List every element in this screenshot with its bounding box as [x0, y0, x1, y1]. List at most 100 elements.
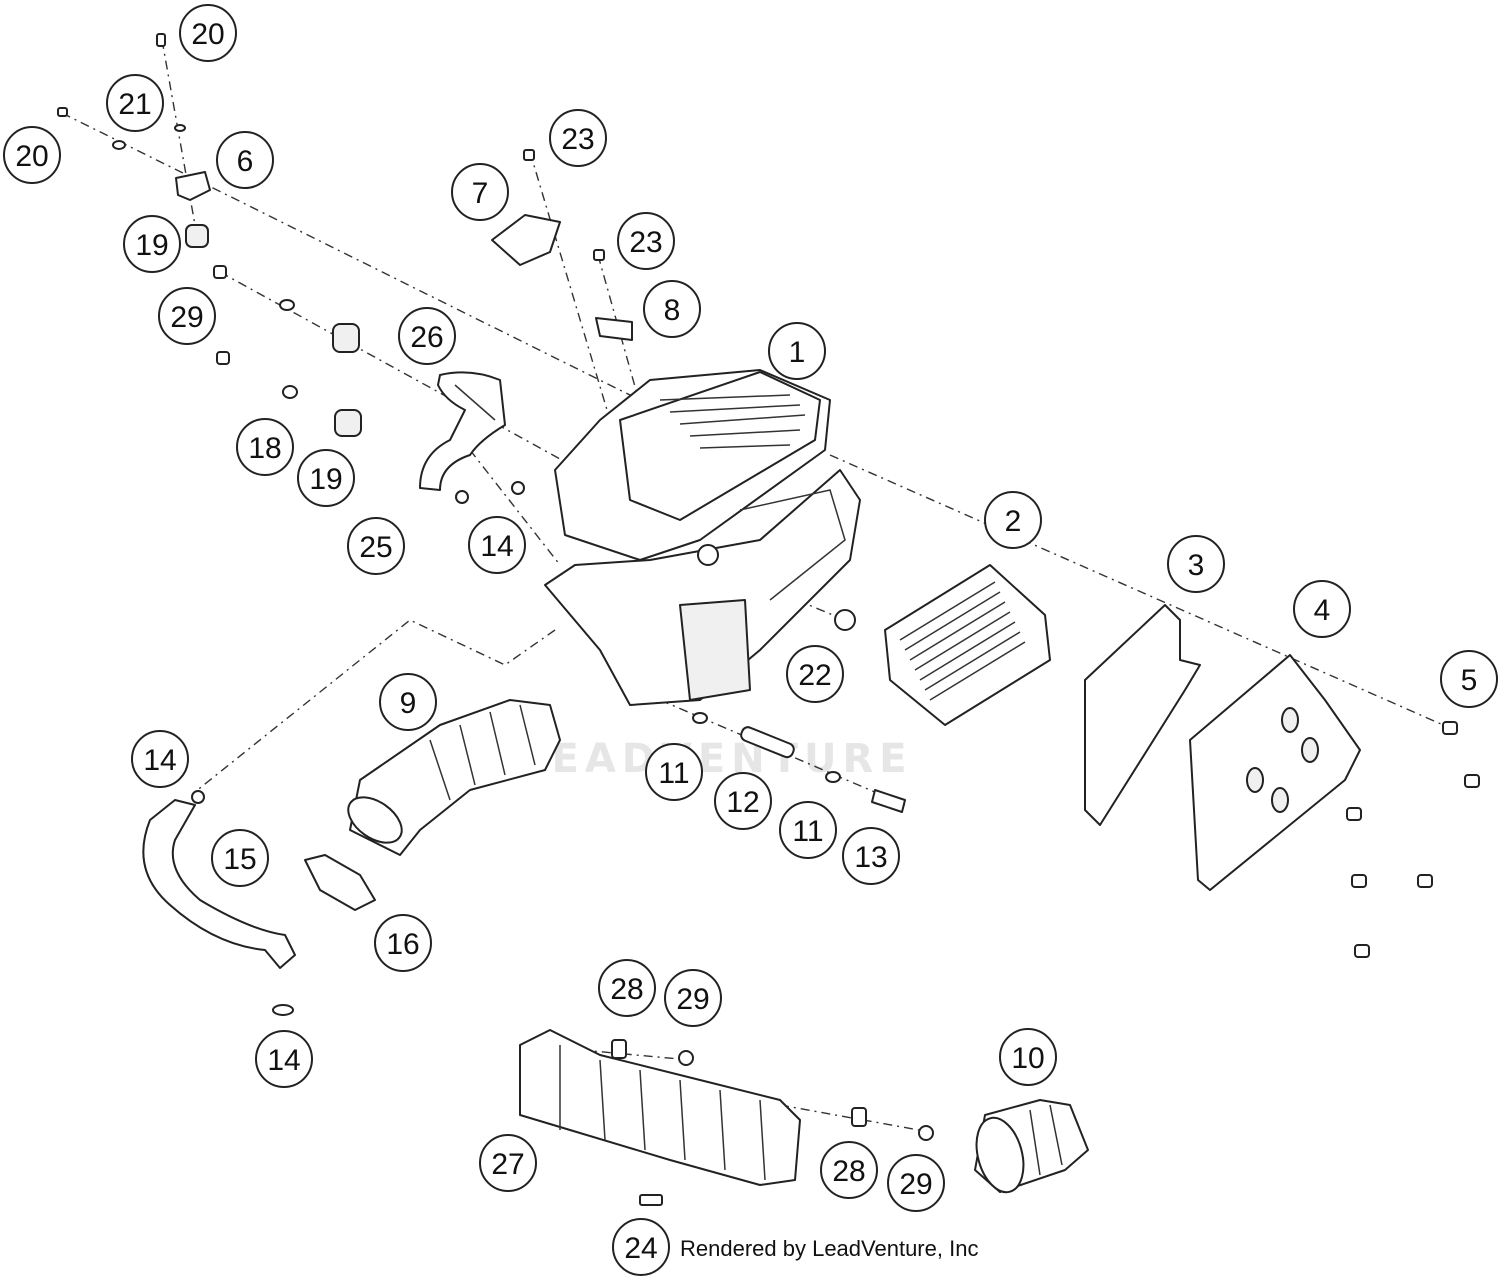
callout: 6: [216, 131, 274, 189]
callout: 1: [768, 322, 826, 380]
snorkel-fasteners: [611, 1039, 934, 1141]
washer-21b-icon: [174, 124, 186, 132]
callout-number: 13: [854, 841, 887, 874]
clamp-14-icon: [455, 490, 469, 504]
bolt-18-icon: [216, 351, 230, 365]
callout-number: 3: [1188, 549, 1205, 582]
callout-number: 16: [386, 928, 419, 961]
gasket-3: [1084, 604, 1201, 826]
callout: 23: [549, 109, 607, 167]
callout: 20: [3, 126, 61, 184]
callout-labels: 20 21 20 6 19 29 7 23 23 8 26 1 18 19 25…: [3, 4, 1498, 1276]
callout: 28: [598, 959, 656, 1017]
callout: 15: [211, 829, 269, 887]
airbox-housing-1: [544, 369, 861, 706]
callout-number: 23: [629, 226, 662, 259]
callout-number: 29: [899, 1168, 932, 1201]
washer-18-icon: [282, 385, 298, 399]
filter-element-2: [884, 564, 1051, 726]
callout: 25: [347, 517, 405, 575]
callout: 27: [479, 1134, 537, 1192]
callout: 19: [123, 215, 181, 273]
screw-20-top-icon: [156, 33, 166, 47]
callout-number: 11: [658, 757, 689, 790]
footer-credit: Rendered by LeadVenture, Inc: [680, 1236, 978, 1261]
nut-29b-icon: [918, 1125, 934, 1141]
callout: 14: [468, 516, 526, 574]
nut-29-icon: [678, 1050, 694, 1066]
callout: 29: [664, 969, 722, 1027]
grommet-19b-icon: [334, 409, 362, 437]
oring-11-icon: [692, 712, 708, 724]
sensor-13-icon: [871, 789, 906, 813]
callout-number: 19: [135, 229, 168, 262]
callout: 9: [379, 673, 437, 731]
callout: 11: [779, 801, 837, 859]
callout-number: 28: [832, 1155, 865, 1188]
callout-number: 14: [480, 530, 513, 563]
airbox-cover-4: [1189, 654, 1361, 891]
callout: 7: [451, 163, 509, 221]
cover-screws-5: [1346, 721, 1480, 958]
screw-20-left-icon: [57, 107, 68, 117]
clamp-16: [304, 854, 376, 911]
callout-number: 29: [676, 983, 709, 1016]
callout-number: 24: [624, 1232, 657, 1265]
watermark-text: LEADVENTURE: [520, 736, 913, 782]
callout: 23: [617, 212, 675, 270]
damper-26-icon: [332, 323, 360, 353]
callout-number: 15: [223, 843, 256, 876]
callout-number: 23: [561, 123, 594, 156]
callout-number: 20: [15, 140, 48, 173]
callout: 22: [786, 645, 844, 703]
screw-23-icon: [593, 249, 605, 261]
callout: 21: [106, 74, 164, 132]
clamp-14d-icon: [272, 1004, 294, 1016]
bracket-6-icon: [175, 171, 211, 201]
callout-number: 19: [309, 463, 342, 496]
callout: 19: [297, 449, 355, 507]
callout-number: 27: [491, 1148, 524, 1181]
washer-29-icon: [279, 299, 295, 311]
callout: 8: [643, 280, 701, 338]
callout-number: 12: [726, 786, 759, 819]
callout: 26: [398, 307, 456, 365]
clip-24-icon: [639, 1194, 663, 1206]
callout-number: 14: [143, 744, 176, 777]
callout: 4: [1293, 580, 1351, 638]
clamp-14c-icon: [191, 790, 205, 804]
callout: 20: [179, 4, 237, 62]
callout-number: 5: [1461, 664, 1478, 697]
breather-hose-25: [419, 371, 525, 504]
callout: 5: [1440, 650, 1498, 708]
callout-number: 2: [1005, 505, 1022, 538]
callout: 10: [999, 1028, 1057, 1086]
damper-group: [213, 265, 362, 437]
oring-11b-icon: [825, 771, 841, 783]
callout-number: 11: [792, 815, 823, 848]
callout: 18: [236, 418, 294, 476]
callout-number: 22: [798, 659, 831, 692]
callout-number: 8: [664, 294, 681, 327]
callout: 14: [131, 730, 189, 788]
callout: 16: [374, 914, 432, 972]
grommet-19-icon: [185, 224, 209, 248]
bracket-fastener-group: [57, 33, 211, 248]
hose-15: [142, 790, 296, 1016]
callout-number: 10: [1011, 1042, 1044, 1075]
callout: 29: [158, 287, 216, 345]
washer-21-icon: [112, 140, 126, 150]
callout-number: 9: [400, 687, 417, 720]
callout-number: 28: [610, 973, 643, 1006]
callout-number: 14: [267, 1044, 300, 1077]
mounting-brackets: [491, 149, 633, 341]
spacer-28b-icon: [851, 1107, 867, 1127]
callout-number: 4: [1314, 594, 1331, 627]
callout: 11: [645, 743, 703, 801]
bolt-29-icon: [213, 265, 227, 279]
clip-8-icon: [595, 317, 633, 341]
callout: 13: [842, 827, 900, 885]
snorkel-27: [519, 1029, 801, 1206]
